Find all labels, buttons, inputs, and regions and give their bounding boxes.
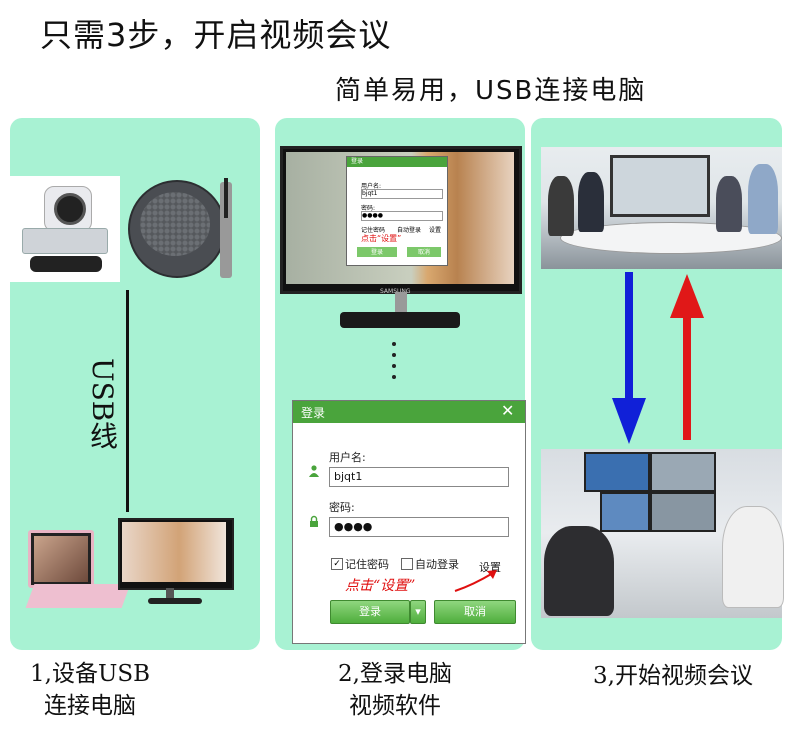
meeting-screen — [610, 155, 710, 217]
camera-lens-icon — [54, 193, 86, 225]
usb-dongle-icon — [220, 182, 232, 278]
password-field[interactable]: ●●●● — [329, 517, 509, 537]
usb-cable-label: USB线 — [86, 358, 119, 450]
red-pointer-arrow-icon — [454, 570, 497, 592]
camera-base-icon — [22, 228, 108, 254]
participant-figure — [544, 526, 614, 616]
mini-login-dialog: 登录 用户名: bjqt1 密码: ●●●● 记住密码 自动登录 设置 点击“设… — [346, 156, 448, 266]
username-field[interactable]: bjqt1 — [329, 467, 509, 487]
arrow-up-icon — [670, 274, 704, 440]
lock-icon — [310, 515, 318, 527]
login-button[interactable]: 登录 — [330, 600, 410, 624]
video-wall-screen — [650, 492, 716, 532]
mini-autologin-label[interactable]: 自动登录 — [397, 227, 422, 234]
mini-cancel-button[interactable]: 取消 — [407, 247, 441, 257]
mini-remember-label[interactable]: 记住密码 — [361, 227, 386, 234]
autologin-label: 自动登录 — [415, 558, 459, 571]
password-label: 密码: — [329, 501, 355, 514]
mini-settings-link[interactable]: 设置 — [429, 227, 442, 234]
participant-figure — [548, 176, 574, 236]
monitor-stand-icon — [166, 588, 174, 600]
cancel-button[interactable]: 取消 — [434, 600, 516, 624]
arrow-down-icon — [612, 272, 646, 444]
close-icon[interactable]: ✕ — [501, 401, 515, 420]
mini-dialog-title: 登录 — [347, 157, 447, 167]
click-settings-hint: 点击“设置” — [345, 578, 416, 594]
mini-hint: 点击“设置” — [361, 234, 402, 243]
step1-caption: 1,设备USB 连接电脑 — [10, 658, 170, 722]
user-icon — [309, 465, 319, 477]
laptop-keyboard-icon — [25, 584, 131, 608]
participant-figure — [578, 172, 604, 232]
mini-username-label: 用户名: — [361, 183, 382, 190]
dialog-titlebar — [293, 401, 525, 423]
video-wall-screen — [600, 492, 650, 532]
antenna-icon — [224, 178, 228, 218]
page-title: 只需3步，开启视频会议 — [40, 16, 392, 54]
mini-password-label: 密码: — [361, 205, 376, 212]
step1-caption-line2: 连接电脑 — [44, 693, 136, 719]
participant-figure — [716, 176, 742, 232]
video-wall-screen — [650, 452, 716, 492]
username-label: 用户名: — [329, 451, 366, 464]
participant-figure — [722, 506, 784, 608]
video-wall-screen — [584, 452, 650, 492]
laptop-screen-image — [34, 536, 88, 582]
chevron-down-icon[interactable]: ▾ — [410, 600, 426, 624]
autologin-checkbox[interactable] — [401, 558, 413, 570]
page-subtitle: 简单易用，USB连接电脑 — [335, 76, 647, 106]
participant-figure — [748, 164, 778, 234]
monitor-brand: SAMSUNG — [380, 288, 411, 295]
mini-login-button[interactable]: 登录 — [357, 247, 397, 257]
step2-caption-line2: 视频软件 — [349, 693, 441, 719]
mini-username-field[interactable]: bjqt1 — [361, 189, 443, 199]
monitor-foot-icon — [148, 598, 202, 604]
speaker-grille-icon — [140, 192, 210, 256]
monitor-foot-icon — [340, 312, 460, 328]
remote-control-icon — [30, 256, 102, 272]
step3-caption: 3,开始视频会议 — [593, 663, 753, 689]
step1-caption-line1: 1,设备USB — [30, 661, 150, 687]
remember-checkbox[interactable]: ✓ — [331, 558, 343, 570]
monitor-screen-image — [122, 522, 226, 582]
usb-cable-line — [126, 290, 129, 512]
dialog-title: 登录 — [301, 406, 326, 420]
step2-caption: 2,登录电脑 视频软件 — [310, 658, 480, 722]
ellipsis-dots — [392, 342, 398, 386]
remember-label: 记住密码 — [345, 558, 389, 571]
mini-password-field[interactable]: ●●●● — [361, 211, 443, 221]
monitor-stand-icon — [395, 292, 407, 316]
step2-caption-line1: 2,登录电脑 — [338, 661, 452, 687]
